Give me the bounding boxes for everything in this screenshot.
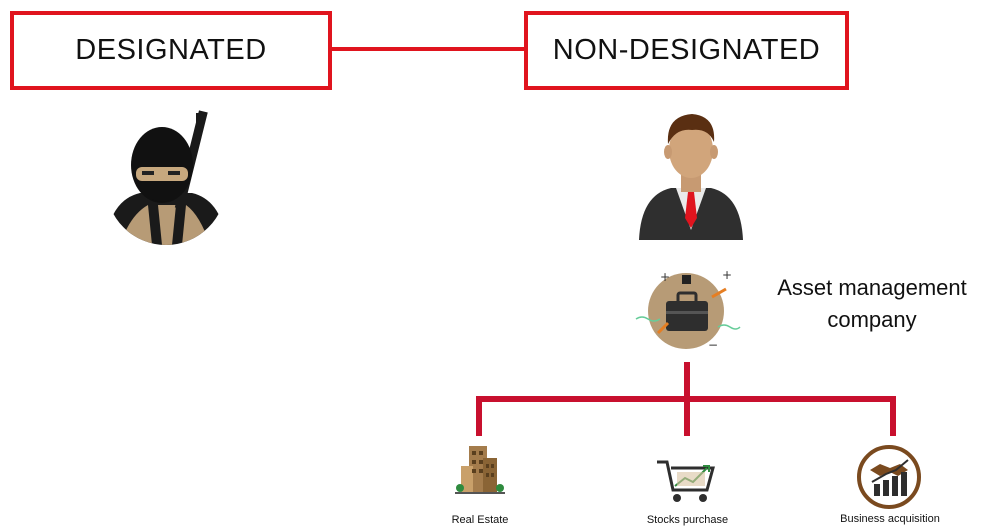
briefcase-growth-icon: + + − <box>632 267 742 357</box>
asset-management-line2: company <box>827 307 917 332</box>
tree-branch-left <box>476 396 482 436</box>
real-estate-label: Real Estate <box>451 514 509 526</box>
business-acquisition-label: Business acquisition <box>840 513 940 525</box>
tree-branch-middle <box>684 396 690 436</box>
non-designated-box: NON-DESIGNATED <box>524 11 849 90</box>
designated-label: DESIGNATED <box>75 34 267 66</box>
shopping-cart-chart-icon <box>655 458 717 504</box>
non-designated-label: NON-DESIGNATED <box>552 34 821 66</box>
businessman-icon <box>636 100 746 240</box>
top-connector-line <box>332 47 524 51</box>
handshake-growth-icon <box>856 444 922 510</box>
asset-management-company-label: Asset management company <box>752 274 992 334</box>
masked-gunman-icon <box>100 105 230 245</box>
designated-box: DESIGNATED <box>10 11 332 90</box>
tree-trunk-line <box>684 362 690 400</box>
stocks-purchase-label: Stocks purchase <box>646 514 729 526</box>
svg-text:+: + <box>722 268 732 282</box>
svg-text:+: + <box>660 270 670 284</box>
tree-branch-right <box>890 396 896 436</box>
asset-management-line1: Asset management <box>777 275 967 300</box>
svg-text:−: − <box>708 338 718 352</box>
buildings-icon <box>455 440 505 495</box>
